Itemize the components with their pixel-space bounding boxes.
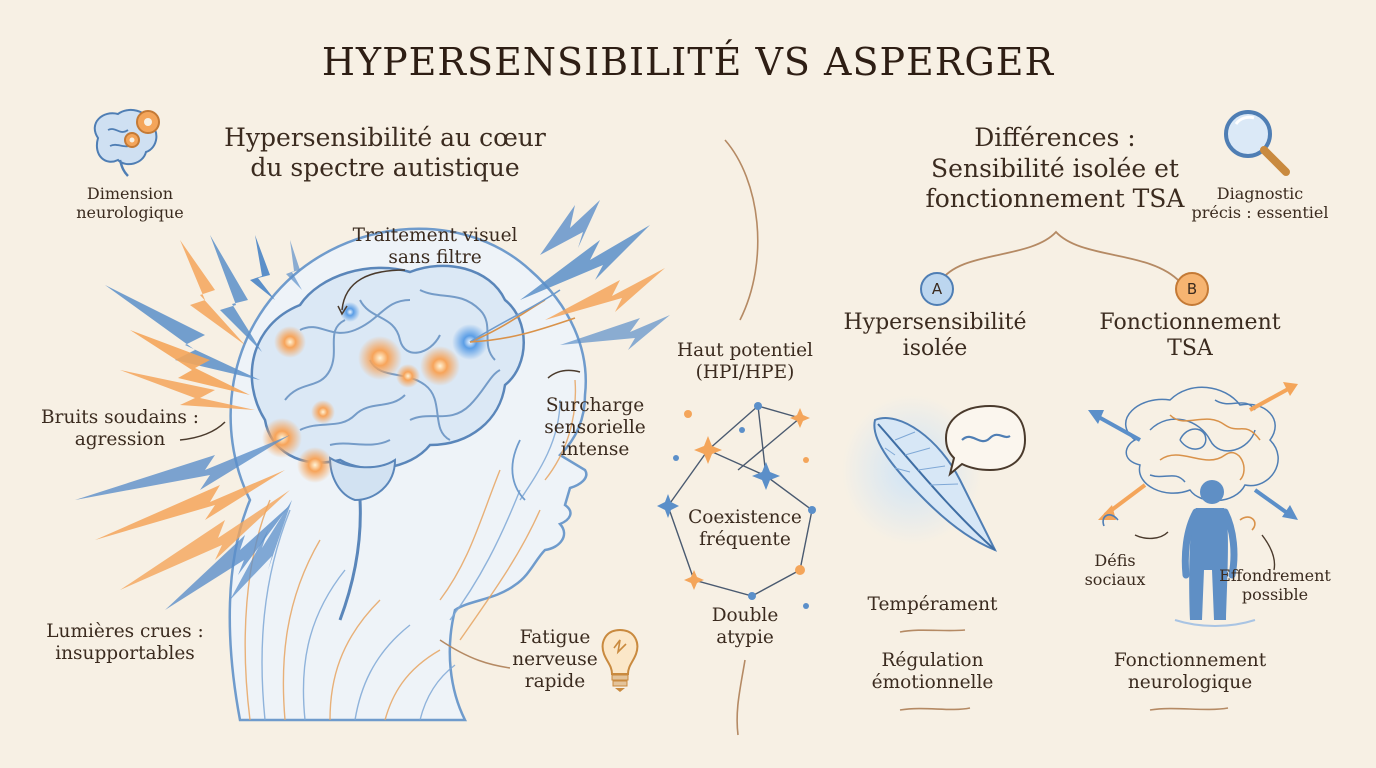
sensory-overload-label: Surcharge sensorielle intense xyxy=(530,395,660,460)
left-heading: Hypersensibilité au cœur du spectre auti… xyxy=(220,123,550,182)
underline-squiggles xyxy=(899,629,1229,711)
double-line-1: Double xyxy=(711,605,779,626)
brain-gears-icon xyxy=(93,108,160,177)
tsa-functioning-title: Fonctionnement TSA xyxy=(1090,310,1290,362)
emotional-regulation-label: Régulation émotionnelle xyxy=(865,650,1000,694)
fatigue-line-2: nerveuse xyxy=(512,648,598,670)
magnifier-icon xyxy=(1224,110,1290,176)
right-heading-line-3: fonctionnement TSA xyxy=(925,184,1185,213)
diagnostic-line-1: Diagnostic xyxy=(1216,184,1304,203)
noise-line-1: Bruits soudains : xyxy=(41,407,199,428)
dimension-line-1: Dimension xyxy=(86,184,174,203)
overload-line-3: intense xyxy=(560,438,630,460)
coexistence-label: Coexistence fréquente xyxy=(675,507,815,551)
b-title-line-1: Fonctionnement xyxy=(1099,310,1281,335)
head-illustration xyxy=(228,227,588,722)
hp-line-2: (HPI/HPE) xyxy=(695,361,795,383)
visual-line-1: Traitement visuel xyxy=(352,225,518,246)
regulation-line-1: Régulation xyxy=(881,650,984,671)
dimension-label: Dimension neurologique xyxy=(60,184,200,223)
social-challenges-label: Défis sociaux xyxy=(1075,551,1155,590)
badge-b: B xyxy=(1175,272,1209,306)
overwhelmed-figure-icon xyxy=(1088,382,1298,627)
noise-line-2: agression xyxy=(74,428,166,450)
high-potential-label: Haut potentiel (HPI/HPE) xyxy=(660,340,830,384)
left-connectors xyxy=(179,269,581,441)
social-line-2: sociaux xyxy=(1084,569,1146,589)
harsh-light-label: Lumières crues : insupportables xyxy=(35,621,215,665)
coexist-line-1: Coexistence xyxy=(688,507,802,528)
left-heading-line-2: du spectre autistique xyxy=(250,152,520,182)
dimension-line-2: neurologique xyxy=(76,202,184,222)
light-line-1: Lumières crues : xyxy=(46,621,204,642)
regulation-line-2: émotionnelle xyxy=(871,671,994,693)
lightning-bolts xyxy=(75,200,670,610)
double-line-2: atypie xyxy=(716,626,774,648)
b-title-line-2: TSA xyxy=(1167,335,1213,361)
light-line-2: insupportables xyxy=(55,642,195,664)
right-heading-line-1: Différences : xyxy=(974,123,1136,152)
fatigue-line-3: rapide xyxy=(524,670,586,692)
right-heading: Différences : Sensibilité isolée et fonc… xyxy=(915,123,1195,215)
visual-processing-label: Traitement visuel sans filtre xyxy=(340,225,530,269)
double-atypia-label: Double atypie xyxy=(690,605,800,649)
constellation xyxy=(657,402,816,609)
badge-a: A xyxy=(920,272,954,306)
neurological-functioning-label: Fonctionnement neurologique xyxy=(1105,650,1275,694)
branch-brace xyxy=(939,230,1181,283)
fatigue-line-1: Fatigue xyxy=(519,627,591,648)
diagnostic-label: Diagnostic précis : essentiel xyxy=(1185,184,1335,223)
right-heading-line-2: Sensibilité isolée et xyxy=(931,153,1179,183)
social-line-1: Défis xyxy=(1094,551,1136,570)
coexist-line-2: fréquente xyxy=(699,528,791,550)
neuro-line-1: Fonctionnement xyxy=(1113,650,1267,671)
sudden-noise-label: Bruits soudains : agression xyxy=(30,407,210,451)
overload-line-1: Surcharge xyxy=(545,395,645,416)
diagnostic-line-2: précis : essentiel xyxy=(1191,202,1329,222)
a-title-line-1: Hypersensibilité xyxy=(843,310,1027,335)
nervous-fatigue-label: Fatigue nerveuse rapide xyxy=(500,627,610,692)
lightbulb-icon xyxy=(601,628,639,692)
speech-bubble-icon xyxy=(944,404,1027,477)
neuro-line-2: neurologique xyxy=(1127,671,1253,693)
visual-line-2: sans filtre xyxy=(388,246,482,268)
hp-line-1: Haut potentiel xyxy=(677,340,813,361)
collapse-line-2: possible xyxy=(1241,584,1309,604)
left-heading-line-1: Hypersensibilité au cœur xyxy=(224,123,546,152)
collapse-label: Effondrement possible xyxy=(1210,566,1340,605)
page-title: HYPERSENSIBILITÉ VS ASPERGER xyxy=(321,40,1055,84)
a-title-line-2: isolée xyxy=(902,335,968,361)
collapse-line-1: Effondrement xyxy=(1219,566,1331,585)
overload-line-2: sensorielle xyxy=(544,416,646,438)
temperament-label: Tempérament xyxy=(867,594,998,615)
isolated-hypersensitivity-title: Hypersensibilité isolée xyxy=(830,310,1040,362)
